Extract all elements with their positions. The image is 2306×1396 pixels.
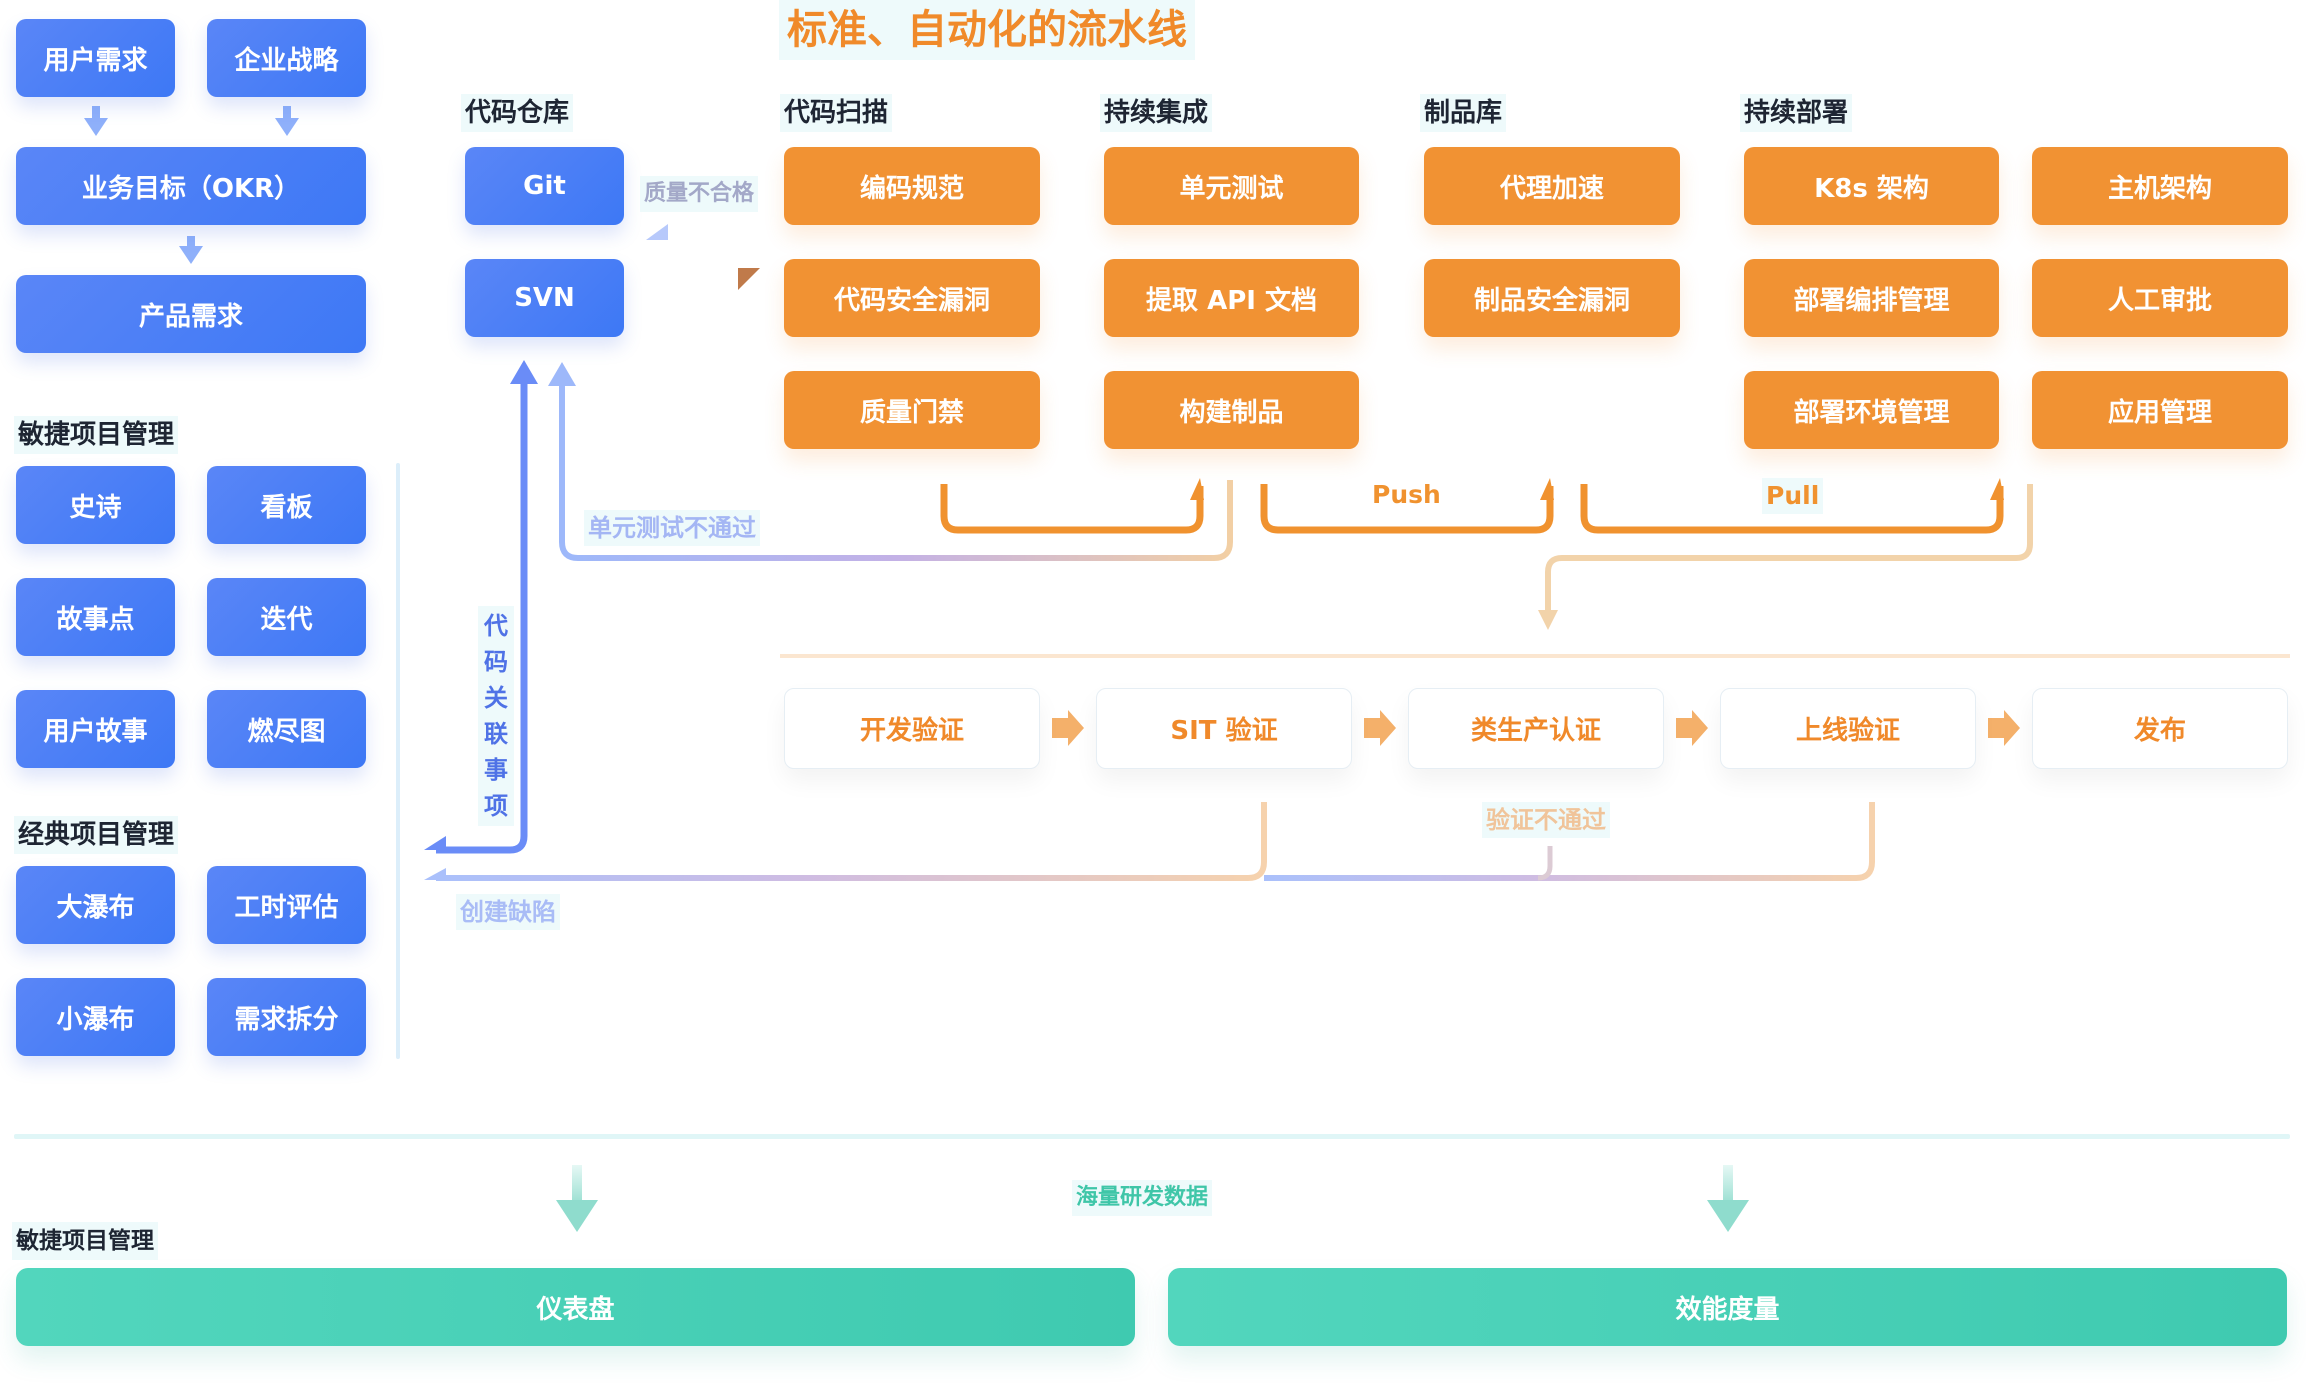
stage-box[interactable]: SIT 验证 [1096,688,1352,769]
agile-item[interactable]: 故事点 [16,578,175,656]
classic-item[interactable]: 工时评估 [207,866,366,944]
column-label-code-scan: 代码扫描 [780,94,893,132]
classic-pm-label: 经典项目管理 [14,816,179,854]
bottom-agile-label: 敏捷项目管理 [12,1222,158,1260]
pipeline-step[interactable]: 提取 API 文档 [1104,259,1359,337]
column-label-artifact: 制品库 [1420,94,1507,132]
agile-item[interactable]: 燃尽图 [207,690,366,768]
dashboard-bar[interactable]: 仪表盘 [16,1268,1135,1346]
agile-item[interactable]: 看板 [207,466,366,544]
teal-down-arrow-icon [556,1165,1749,1232]
pipeline-step[interactable]: 编码规范 [784,147,1040,225]
pipeline-step[interactable]: 主机架构 [2032,147,2288,225]
stage-box[interactable]: 类生产认证 [1408,688,1664,769]
classic-item[interactable]: 小瀑布 [16,978,175,1056]
enterprise-strategy-node[interactable]: 企业战略 [207,19,366,97]
classic-item[interactable]: 需求拆分 [207,978,366,1056]
svn-node[interactable]: SVN [465,259,624,337]
column-label-ci: 持续集成 [1100,94,1213,132]
pipeline-step[interactable]: 部署环境管理 [1744,371,1999,449]
pipeline-step[interactable]: 构建制品 [1104,371,1359,449]
repo-label: 代码仓库 [461,94,574,132]
pipeline-step[interactable]: 人工审批 [2032,259,2288,337]
verify-fail-label: 验证不通过 [1482,802,1610,838]
pipeline-step[interactable]: K8s 架构 [1744,147,1999,225]
okr-node[interactable]: 业务目标（OKR） [16,147,366,225]
divider [396,463,400,1059]
git-node[interactable]: Git [465,147,624,225]
agile-pm-label: 敏捷项目管理 [14,416,179,454]
rd-data-label: 海量研发数据 [1072,1180,1213,1216]
quality-fail-label: 质量不合格 [640,176,759,212]
pipeline-step[interactable]: 代码安全漏洞 [784,259,1040,337]
agile-item[interactable]: 迭代 [207,578,366,656]
stage-box[interactable]: 上线验证 [1720,688,1976,769]
column-label-cd: 持续部署 [1740,94,1853,132]
efficiency-metrics-bar[interactable]: 效能度量 [1168,1268,2287,1346]
pipeline-step[interactable]: 单元测试 [1104,147,1359,225]
unit-test-fail-label: 单元测试不通过 [584,510,760,546]
push-label: Push [1372,480,1441,509]
agile-item[interactable]: 用户故事 [16,690,175,768]
stage-box[interactable]: 发布 [2032,688,2288,769]
pipeline-step[interactable]: 制品安全漏洞 [1424,259,1680,337]
pull-label: Pull [1762,478,1824,514]
agile-item[interactable]: 史诗 [16,466,175,544]
pipeline-step[interactable]: 质量门禁 [784,371,1040,449]
stage-box[interactable]: 开发验证 [784,688,1040,769]
pipeline-step[interactable]: 代理加速 [1424,147,1680,225]
pipeline-step[interactable]: 应用管理 [2032,371,2288,449]
product-requirement-node[interactable]: 产品需求 [16,275,366,353]
code-link-label: 代码关联事项 [478,606,514,826]
create-defect-label: 创建缺陷 [456,894,560,930]
down-arrow-icon [84,106,299,264]
classic-item[interactable]: 大瀑布 [16,866,175,944]
page-title: 标准、自动化的流水线 [779,0,1195,60]
user-requirement-node[interactable]: 用户需求 [16,19,175,97]
pipeline-step[interactable]: 部署编排管理 [1744,259,1999,337]
